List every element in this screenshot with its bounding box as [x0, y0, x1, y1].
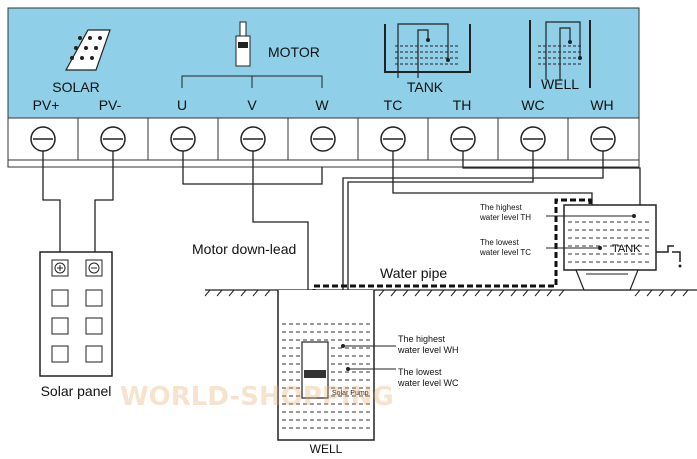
well-lowest-label-2: water level WC — [397, 378, 459, 388]
solar-pump-label: Solar Pump — [332, 390, 369, 397]
solar-group-label: SOLAR — [52, 79, 99, 95]
wire-v — [252, 151, 309, 342]
terminal-label-w: W — [315, 97, 329, 113]
terminal-label-pv-minus: PV- — [99, 97, 122, 113]
terminal-screws — [30, 126, 616, 152]
solar-panel-icon — [64, 29, 111, 71]
tap-icon — [656, 245, 682, 268]
terminal-label-wh: WH — [590, 97, 613, 113]
solar-pump — [301, 341, 329, 399]
solar-panel-label: Solar panel — [41, 383, 112, 399]
terminal-label-wc: WC — [521, 97, 544, 113]
motor-pump-icon — [235, 21, 251, 67]
water-pipe-label: Water pipe — [380, 265, 447, 281]
wires — [42, 151, 641, 368]
wire-pv-minus — [94, 151, 114, 262]
wire-pv-plus — [42, 151, 61, 262]
well-icon — [529, 20, 591, 88]
terminal-label-pv-plus: PV+ — [33, 97, 60, 113]
tank-icon — [384, 23, 471, 78]
tank-highest-label-2: water level TH — [479, 213, 531, 222]
terminal-label-tc: TC — [384, 97, 403, 113]
tank-highest-label-1: The highest — [480, 203, 523, 212]
tank-group-label: TANK — [407, 79, 444, 95]
terminal-label-th: TH — [453, 97, 472, 113]
wire-wh — [342, 151, 604, 368]
wire-wc — [347, 151, 534, 346]
solar-panel-module — [39, 251, 113, 377]
tank-label: TANK — [612, 243, 641, 255]
watermark-logo: WORLD-SHOPPING — [120, 382, 394, 412]
well-bottom-label: WELL — [310, 442, 343, 456]
motor-down-lead-label: Motor down-lead — [192, 241, 296, 257]
well-highest-label-2: water level WH — [397, 345, 459, 355]
well-highest-label-1: The highest — [398, 334, 446, 344]
well-shaft — [277, 290, 375, 441]
tank-lowest-label-1: The lowest — [480, 238, 519, 247]
controller-panel — [7, 7, 640, 119]
well-lowest-label-1: The lowest — [398, 367, 442, 377]
well-group-label: WELL — [541, 76, 579, 92]
tank-lowest-label-2: water level TC — [479, 248, 531, 257]
terminal-label-u: U — [177, 97, 187, 113]
terminal-label-v: V — [247, 97, 257, 113]
motor-group-label: MOTOR — [268, 44, 320, 60]
